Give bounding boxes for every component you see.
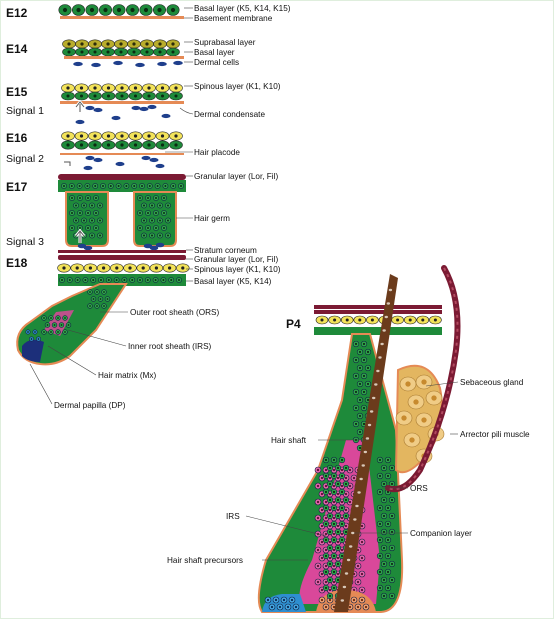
e15-skin [60,83,184,125]
label-hair-shaft-precursors: Hair shaft precursors [167,556,243,565]
stage-label-e12: E12 [6,6,28,20]
stage-label-e16: E16 [6,131,28,145]
label-e16-placode: Hair placode [194,148,240,157]
label-e14-dermal: Dermal cells [194,58,239,67]
e18-skin [16,250,190,366]
e14-skin [62,39,184,68]
label-e12-basal: Basal layer (K5, K14, K15) [194,4,291,13]
label-irs-full: Inner root sheath (IRS) [128,342,212,351]
label-ors-full: Outer root sheath (ORS) [130,308,219,317]
label-irs: IRS [226,512,240,521]
stage-label-e15: E15 [6,85,28,99]
label-e16-granular: Granular layer (Lor, Fil) [194,172,278,181]
label-e18-corneum: Stratum corneum [194,246,257,255]
signal-label-3: Signal 3 [6,236,44,248]
stage-label-p4: P4 [286,317,301,331]
e16-skin [60,131,184,171]
label-e18-basal: Basal layer (K5, K14) [194,277,272,286]
p4-follicle [257,265,461,613]
label-ors: ORS [410,484,428,493]
e12-skin [58,4,184,19]
signal-label-2: Signal 2 [6,153,44,165]
stage-label-e14: E14 [6,42,28,56]
label-e14-basal: Basal layer [194,48,235,57]
label-e14-suprabasal: Suprabasal layer [194,38,256,47]
annotation-labels: Basal layer (K5, K14, K15) Basement memb… [54,4,530,565]
leader-lines [29,7,459,561]
e17-skin [58,174,186,251]
label-dermal-papilla: Dermal papilla (DP) [54,401,126,410]
label-e15-condensate: Dermal condensate [194,110,265,119]
label-e15-spinous: Spinous layer (K1, K10) [194,82,281,91]
signal-label-1: Signal 1 [6,105,44,117]
label-e18-granular: Granular layer (Lor, Fil) [194,255,278,264]
label-e18-spinous: Spinous layer (K1, K10) [194,265,281,274]
label-arrector-pili: Arrector pili muscle [460,430,530,439]
label-hair-matrix: Hair matrix (Mx) [98,371,156,380]
stage-label-e18: E18 [6,256,28,270]
label-companion-layer: Companion layer [410,529,472,538]
label-hair-shaft: Hair shaft [271,436,307,445]
label-sebaceous-gland: Sebaceous gland [460,378,524,387]
label-e17-germ: Hair germ [194,214,230,223]
label-e12-membrane: Basement membrane [194,14,273,23]
stage-label-e17: E17 [6,180,28,194]
